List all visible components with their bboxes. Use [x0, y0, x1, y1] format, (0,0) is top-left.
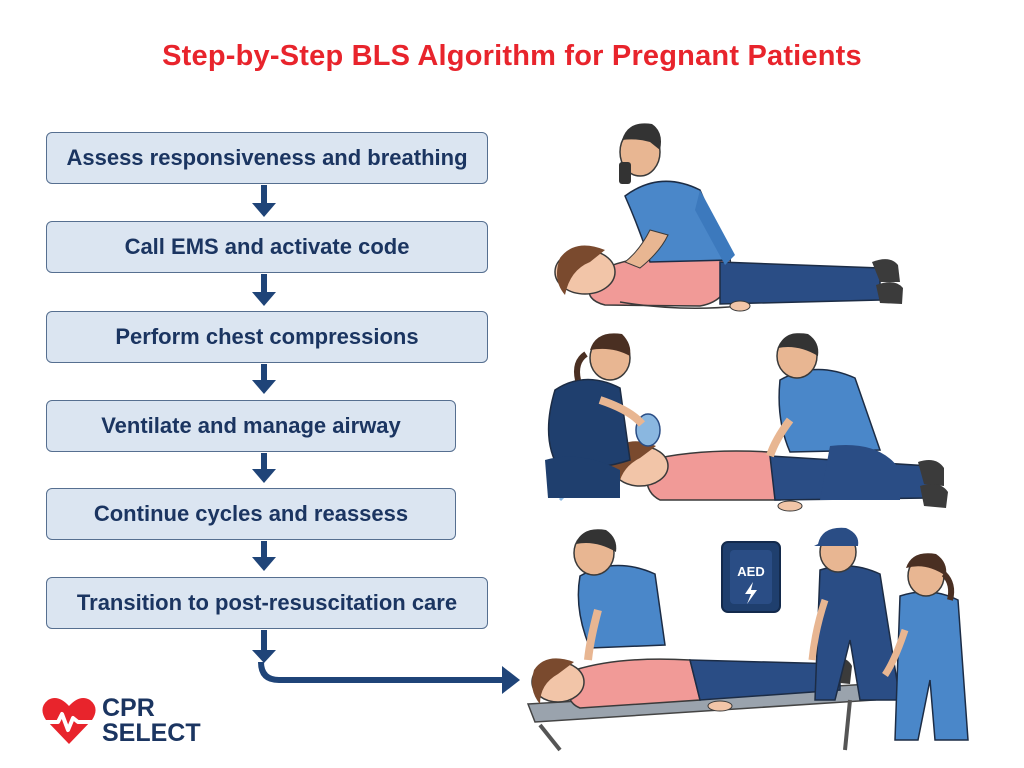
arrow-down-icon [252, 185, 276, 217]
arrow-down-icon [252, 274, 276, 306]
step-call-ems: Call EMS and activate code [46, 221, 488, 273]
lightning-icon [745, 582, 757, 604]
arrow-down-icon [252, 453, 276, 483]
aed-label: AED [737, 564, 764, 579]
step-ventilate: Ventilate and manage airway [46, 400, 456, 452]
arrow-down-icon [252, 364, 276, 394]
cpr-select-logo: CPR SELECT [40, 692, 220, 752]
logo-line-cpr: CPR [102, 694, 155, 722]
logo-line-select: SELECT [102, 719, 201, 747]
arrow-down-icon [252, 541, 276, 571]
step-transition: Transition to post-resuscitation care [46, 577, 488, 629]
arrow-right-icon [252, 630, 520, 694]
step-compressions: Perform chest compressions [46, 311, 488, 363]
step-continue: Continue cycles and reassess [46, 488, 456, 540]
step-assess: Assess responsiveness and breathing [46, 132, 488, 184]
page-title: Step-by-Step BLS Algorithm for Pregnant … [162, 40, 862, 72]
heart-icon [42, 698, 96, 744]
